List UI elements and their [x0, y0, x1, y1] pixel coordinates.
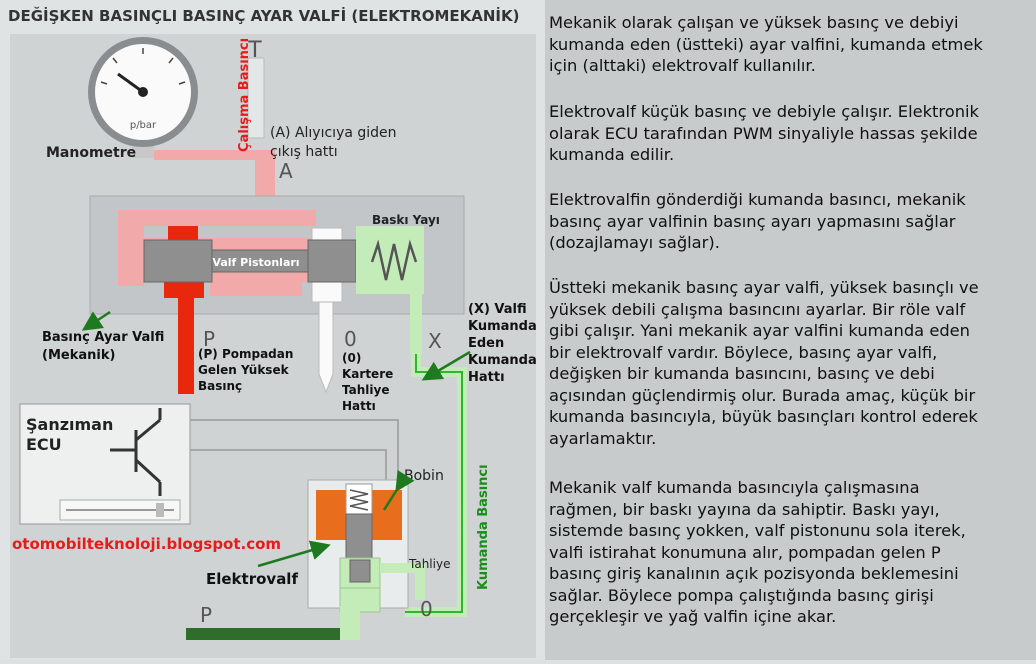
pompa-label-1: (P) Pompadan	[198, 347, 293, 361]
control-line-x	[410, 294, 422, 354]
port-0-label: 0	[344, 327, 357, 351]
port-x-label: X	[428, 329, 442, 353]
drain-line	[318, 301, 334, 394]
alici-label-1: (A) Alıyıcıya giden	[270, 125, 397, 141]
solenoid-plunger	[345, 513, 373, 559]
paragraph-3: Elektrovalfin gönderdiği kumanda basıncı…	[549, 190, 966, 252]
kumanda-basinci-label: Kumanda Basıncı	[476, 464, 491, 590]
calisma-basinci-label: Çalışma Basıncı	[237, 38, 252, 152]
sanziman-label: Şanzıman	[26, 415, 113, 434]
wire-top	[190, 419, 399, 488]
spring-icon	[370, 239, 418, 281]
paragraph-5: Mekanik valf kumanda basıncıyla çalışmas…	[549, 478, 966, 626]
paragraph-4: Üstteki mekanik basınç ayar valfi, yükse…	[549, 278, 979, 448]
transistor-icon	[110, 408, 162, 496]
pressure-supply-line	[178, 298, 194, 394]
x-label-3: Eden	[468, 336, 504, 351]
pompa-label-2: Gelen Yüksek	[198, 363, 290, 377]
ecu-label: ECU	[26, 435, 62, 454]
baski-yayi-label: Baskı Yayı	[372, 213, 440, 227]
arrow-icon	[257, 540, 331, 568]
port-p-bottom-label: P	[200, 603, 212, 627]
valve-piston-left	[143, 239, 213, 283]
pompa-label-3: Basınç	[198, 379, 242, 393]
basinc-ayar-label-1: Basınç Ayar Valfi	[42, 330, 164, 345]
kartere-label-2: Kartere	[342, 367, 393, 381]
arrow-icon	[81, 310, 111, 331]
port-p-label: P	[203, 327, 215, 351]
bottom-pressure-line	[186, 628, 346, 640]
x-label-2: Kumanda	[468, 319, 537, 334]
pink-channel-top	[118, 210, 316, 226]
tahliye-label: Tahliye	[408, 557, 450, 571]
diagram-title: DEĞİŞKEN BASINÇLI BASINÇ AYAR VALFİ (ELE…	[8, 6, 519, 25]
pressure-gauge-icon: p/bar	[88, 37, 198, 158]
port-0-bottom-label: 0	[420, 597, 433, 621]
manometre-label: Manometre	[46, 145, 136, 161]
pressure-port-top	[168, 226, 198, 240]
kartere-label-4: Hattı	[342, 399, 376, 413]
description-panel: Mekanik olarak çalışan ve yüksek basınç …	[545, 0, 1036, 660]
bobin-label: Bobin	[404, 468, 444, 484]
port-t-label: T	[247, 38, 262, 63]
alici-label-2: çıkış hattı	[270, 144, 338, 160]
valf-pistonlari-label: Valf Pistonları	[212, 256, 299, 269]
diagram-svg: DEĞİŞKEN BASINÇLI BASINÇ AYAR VALFİ (ELE…	[8, 6, 537, 658]
valve-diagram: DEĞİŞKEN BASINÇLI BASINÇ AYAR VALFİ (ELE…	[8, 6, 537, 658]
coil-right	[372, 490, 402, 540]
slider-icon	[59, 499, 181, 521]
port-a-label: A	[279, 159, 293, 183]
paragraph-1: Mekanik olarak çalışan ve yüksek basınç …	[549, 13, 983, 75]
diagram-background	[10, 34, 536, 658]
x-label-5: Hattı	[468, 370, 505, 385]
coil-left	[316, 490, 346, 540]
tank-line-tube	[247, 57, 265, 139]
kartere-label-1: (0)	[342, 351, 361, 365]
arrow-icon	[382, 469, 415, 511]
wire-bottom	[190, 449, 387, 488]
valve-piston-right	[307, 239, 357, 283]
gauge-unit: p/bar	[130, 120, 157, 131]
x-label-1: (X) Valfi	[468, 302, 527, 317]
pressure-port-bottom	[164, 280, 204, 298]
website-label: otomobilteknoloji.blogspot.com	[12, 535, 281, 553]
elektrovalf-label: Elektrovalf	[206, 570, 298, 588]
paragraph-2: Elektrovalf küçük basınç ve debiyle çalı…	[549, 102, 979, 164]
x-label-4: Kumanda	[468, 353, 537, 368]
arrow-icon	[421, 350, 471, 381]
kartere-label-3: Tahliye	[342, 383, 389, 397]
basinc-ayar-label-2: (Mekanik)	[42, 348, 115, 363]
